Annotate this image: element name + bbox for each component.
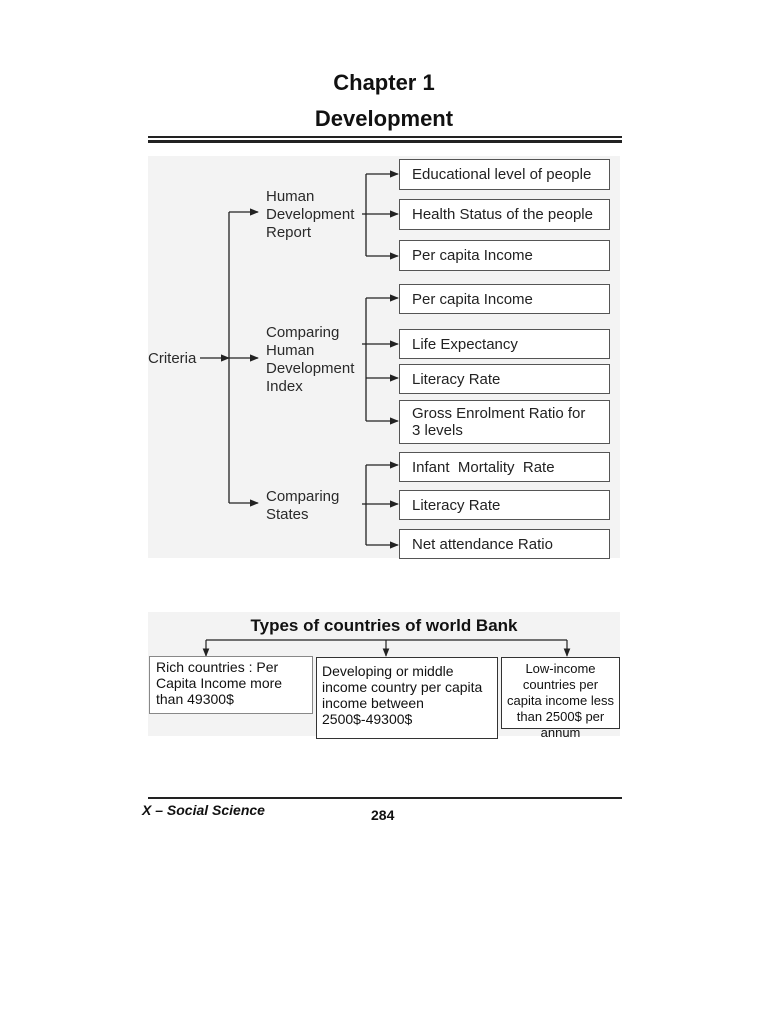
title-rule-top	[148, 136, 622, 138]
criterion-box: Literacy Rate	[399, 490, 610, 520]
world-bank-type-rich: Rich countries : Per Capita Income more …	[149, 656, 313, 714]
world-bank-type-middle: Developing or middle income country per …	[316, 657, 498, 739]
chapter-number: Chapter 1	[333, 70, 435, 95]
title-rule-bottom	[148, 140, 622, 143]
footer-subject: X – Social Science	[142, 802, 265, 818]
page-number: 284	[371, 807, 395, 823]
criterion-box: Per capita Income	[399, 240, 610, 271]
criterion-box: Gross Enrolment Ratio for 3 levels	[399, 400, 610, 444]
criterion-box: Per capita Income	[399, 284, 610, 314]
group-label-hdr: Human Development Report	[266, 188, 355, 241]
chapter-title: Development	[314, 106, 454, 131]
world-bank-type-low: Low-income countries per capita income l…	[501, 657, 620, 740]
criterion-box: Life Expectancy	[399, 329, 610, 359]
criterion-box: Net attendance Ratio	[399, 529, 610, 559]
world-bank-title: Types of countries of world Bank	[250, 616, 518, 635]
criterion-box: Infant Mortality Rate	[399, 452, 610, 482]
group-label-states: Comparing States	[266, 488, 340, 523]
criterion-box: Educational level of people	[399, 159, 610, 190]
group-label-hdi: Comparing Human Development Index	[266, 324, 355, 395]
criterion-box: Literacy Rate	[399, 364, 610, 394]
criteria-root-label: Criteria	[148, 350, 197, 367]
criterion-box: Health Status of the people	[399, 199, 610, 230]
footer-rule	[148, 797, 622, 799]
